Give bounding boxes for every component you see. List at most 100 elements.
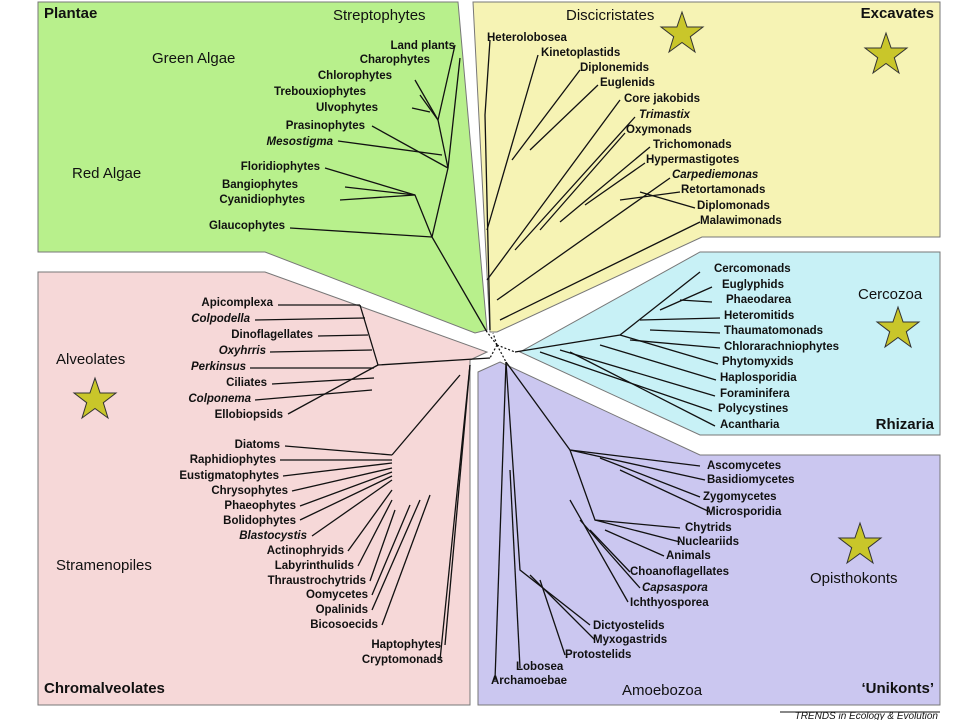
- taxon-label: Ciliates: [226, 377, 267, 389]
- taxon-label: Colpodella: [191, 313, 250, 325]
- taxon-label: Carpediemonas: [672, 169, 758, 181]
- rhizaria-bg: [518, 251, 941, 436]
- taxon-label: Euglenids: [600, 77, 655, 89]
- taxon-label: Haplosporidia: [720, 372, 797, 384]
- taxon-label: Chlorophytes: [318, 70, 392, 82]
- taxon-label: Lobosea: [516, 661, 564, 673]
- taxon-label: Protostelids: [565, 649, 631, 661]
- taxon-label: Opalinids: [316, 604, 368, 616]
- taxon-label: Oxyhrris: [219, 345, 266, 357]
- taxon-label: Trebouxiophytes: [274, 86, 366, 98]
- taxon-label: Kinetoplastids: [541, 47, 620, 59]
- unikonts-panel: [477, 361, 941, 706]
- taxon-label: Ellobiopsids: [215, 409, 283, 421]
- plantae-panel: [37, 1, 488, 334]
- taxon-label: Cyanidiophytes: [219, 194, 305, 206]
- root-connectors: [486, 331, 516, 363]
- taxon-label: Labyrinthulids: [275, 560, 354, 572]
- excavates-taxa: Heterolobosea Kinetoplastids Diplonemids…: [487, 32, 782, 227]
- taxon-label: Archamoebae: [491, 675, 567, 687]
- taxon-label: Land plants: [390, 40, 455, 52]
- taxon-label: Chytrids: [685, 522, 732, 534]
- taxon-label: Phaeophytes: [224, 500, 296, 512]
- supergroup-chromalveolates: Chromalveolates: [44, 680, 165, 697]
- taxon-label: Ascomycetes: [707, 460, 781, 472]
- taxon-label: Diplonemids: [580, 62, 649, 74]
- group-opisthokonts: Opisthokonts: [810, 570, 898, 587]
- taxon-label: Retortamonads: [681, 184, 765, 196]
- taxon-label: Actinophryids: [267, 545, 344, 557]
- taxon-label: Euglyphids: [722, 279, 784, 291]
- taxon-label: Bangiophytes: [222, 179, 298, 191]
- amoebozoa-taxa: Dictyostelids Myxogastrids Protostelids …: [491, 620, 667, 687]
- taxon-label: Thaumatomonads: [724, 325, 823, 337]
- taxon-label: Heterolobosea: [487, 32, 567, 44]
- taxon-label: Polycystines: [718, 403, 788, 415]
- group-stramenopiles: Stramenopiles: [56, 557, 152, 574]
- group-amoebozoa: Amoebozoa: [622, 682, 703, 699]
- taxon-label: Microsporidia: [706, 506, 782, 518]
- supergroup-excavates: Excavates: [861, 5, 934, 22]
- taxon-label: Raphidiophytes: [190, 454, 276, 466]
- excavates-branches: [484, 39, 701, 331]
- taxon-label: Haptophytes: [371, 639, 441, 651]
- taxon-label: Myxogastrids: [593, 634, 667, 646]
- taxon-label: Nucleariids: [677, 536, 739, 548]
- taxon-label: Diatoms: [235, 439, 280, 451]
- taxon-label: Charophytes: [360, 54, 430, 66]
- taxon-label: Prasinophytes: [286, 120, 365, 132]
- taxon-label: Thraustrochytrids: [268, 575, 366, 587]
- taxon-label: Phaeodarea: [726, 294, 792, 306]
- taxon-label: Trichomonads: [653, 139, 732, 151]
- chromalveolates-bg: [37, 271, 489, 706]
- taxon-label: Blastocystis: [239, 530, 307, 542]
- taxon-label: Bolidophytes: [223, 515, 296, 527]
- taxon-label: Apicomplexa: [201, 297, 273, 309]
- taxon-label: Choanoflagellates: [630, 566, 729, 578]
- taxon-label: Acantharia: [720, 419, 780, 431]
- taxon-label: Perkinsus: [191, 361, 246, 373]
- rhizaria-taxa: Cercomonads Euglyphids Phaeodarea Hetero…: [714, 263, 839, 431]
- taxon-label: Trimastix: [639, 109, 691, 121]
- taxon-label: Glaucophytes: [209, 220, 285, 232]
- taxon-label: Zygomycetes: [703, 491, 777, 503]
- taxon-label: Diplomonads: [697, 200, 770, 212]
- chromalveolates-branches: [250, 304, 491, 661]
- plantae-bg: [37, 1, 488, 334]
- group-alveolates: Alveolates: [56, 351, 125, 368]
- supergroup-plantae: Plantae: [44, 5, 97, 22]
- opisthokonts-taxa: Ascomycetes Basidiomycetes Zygomycetes M…: [630, 460, 795, 609]
- unikonts-bg: [477, 361, 941, 706]
- taxon-label: Cercomonads: [714, 263, 791, 275]
- group-green-algae: Green Algae: [152, 50, 235, 67]
- plantae-taxa: Land plants Charophytes Chlorophytes Tre…: [209, 40, 455, 232]
- taxon-label: Phytomyxids: [722, 356, 794, 368]
- taxon-label: Bicosoecids: [310, 619, 378, 631]
- taxon-label: Cryptomonads: [362, 654, 443, 666]
- taxon-label: Dinoflagellates: [231, 329, 313, 341]
- alveolates-taxa: Apicomplexa Colpodella Dinoflagellates O…: [188, 297, 313, 421]
- excavates-bg: [472, 1, 941, 333]
- chromalveolates-panel: [37, 271, 489, 706]
- taxon-label: Floridiophytes: [241, 161, 320, 173]
- taxon-label: Core jakobids: [624, 93, 700, 105]
- group-streptophytes: Streptophytes: [333, 7, 426, 24]
- taxon-label: Hypermastigotes: [646, 154, 739, 166]
- taxon-label: Capsaspora: [642, 582, 708, 594]
- taxon-label: Malawimonads: [700, 215, 782, 227]
- stramenopiles-taxa: Diatoms Raphidiophytes Eustigmatophytes …: [179, 439, 443, 666]
- taxon-label: Ichthyosporea: [630, 597, 709, 609]
- taxon-label: Foraminifera: [720, 388, 790, 400]
- taxon-label: Oxymonads: [626, 124, 692, 136]
- supergroup-rhizaria: Rhizaria: [876, 416, 935, 433]
- unikonts-branches: [494, 361, 711, 681]
- supergroup-unikonts: ‘Unikonts’: [861, 680, 934, 697]
- rhizaria-branches: [514, 271, 721, 427]
- taxon-label: Dictyostelids: [593, 620, 665, 632]
- group-cercozoa: Cercozoa: [858, 286, 923, 303]
- excavates-panel: [472, 1, 941, 333]
- group-red-algae: Red Algae: [72, 165, 141, 182]
- rhizaria-panel: [518, 251, 941, 436]
- group-discicristates: Discicristates: [566, 7, 654, 24]
